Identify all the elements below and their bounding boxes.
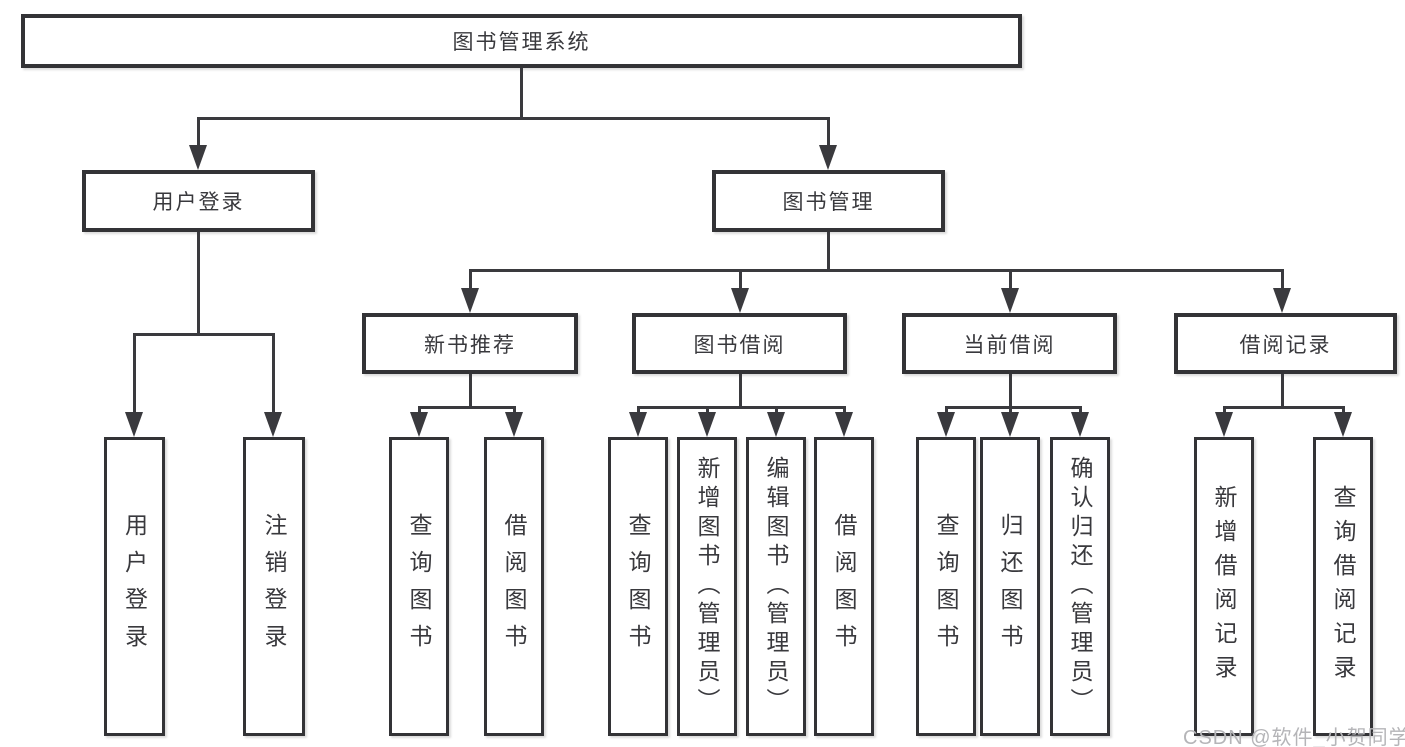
connector — [706, 406, 709, 413]
leaf-user-login: 用户登录 — [104, 437, 165, 736]
node-label: 用户登录 — [152, 191, 245, 214]
connector — [827, 232, 830, 272]
connector — [637, 406, 846, 409]
leaf-query-books-borrowing: 查询图书 — [608, 437, 668, 736]
arrowhead-icon — [125, 412, 143, 437]
node-book-borrowing: 图书借阅 — [632, 313, 847, 374]
connector — [418, 406, 516, 409]
connector — [133, 333, 274, 336]
leaf-label: 归还图书 — [997, 512, 1023, 661]
node-library-management-system: 图书管理系统 — [21, 14, 1022, 68]
arrowhead-icon — [731, 288, 749, 313]
node-new-book-recommendation: 新书推荐 — [362, 313, 578, 374]
node-label: 图书借阅 — [693, 333, 786, 357]
connector — [1342, 406, 1345, 413]
arrowhead-icon — [1334, 412, 1352, 437]
connector — [1009, 406, 1012, 413]
node-label: 图书管理 — [782, 191, 875, 214]
connector — [1281, 374, 1284, 408]
connector — [637, 406, 640, 413]
connector — [843, 406, 846, 413]
leaf-label: 借阅图书 — [501, 512, 527, 661]
arrowhead-icon — [1215, 412, 1233, 437]
arrowhead-icon — [189, 145, 207, 170]
connector — [133, 333, 136, 412]
connector — [197, 117, 200, 146]
connector — [520, 68, 523, 118]
node-label: 当前借阅 — [963, 333, 1056, 357]
arrowhead-icon — [1001, 412, 1019, 437]
connector — [739, 374, 742, 408]
connector — [272, 333, 275, 412]
node-label: 图书管理系统 — [452, 31, 591, 54]
leaf-return-books: 归还图书 — [980, 437, 1040, 736]
leaf-confirm-return-admin: 确认归还（管理员） — [1050, 437, 1110, 736]
leaf-add-books-admin: 新增图书（管理员） — [677, 437, 737, 736]
node-label: 新书推荐 — [424, 333, 516, 357]
connector — [827, 117, 830, 146]
arrowhead-icon — [410, 412, 428, 437]
arrowhead-icon — [767, 412, 785, 437]
leaf-query-books-current: 查询图书 — [916, 437, 976, 736]
leaf-label: 新增借阅记录 — [1211, 484, 1237, 689]
leaf-label: 用户登录 — [121, 512, 148, 661]
connector — [945, 406, 1082, 409]
leaf-label: 查询图书 — [406, 512, 432, 661]
arrowhead-icon — [461, 288, 479, 313]
node-book-management: 图书管理 — [712, 170, 945, 232]
node-label: 借阅记录 — [1239, 333, 1332, 357]
leaf-label: 查询图书 — [933, 512, 959, 661]
arrowhead-icon — [937, 412, 955, 437]
leaf-label: 借阅图书 — [831, 512, 857, 661]
csdn-watermark: CSDN @软件_小贺同学 — [1183, 727, 1405, 747]
leaf-label: 确认归还（管理员） — [1067, 456, 1093, 717]
arrowhead-icon — [698, 412, 716, 437]
connector — [469, 374, 472, 408]
leaf-edit-books-admin: 编辑图书（管理员） — [746, 437, 806, 736]
connector — [1009, 269, 1012, 289]
connector — [418, 406, 421, 413]
arrowhead-icon — [505, 412, 523, 437]
leaf-label: 查询借阅记录 — [1330, 484, 1356, 689]
connector — [513, 406, 516, 413]
leaf-label: 注销登录 — [261, 512, 287, 661]
connector — [1223, 406, 1226, 413]
connector — [197, 117, 830, 120]
leaf-query-books-recommend: 查询图书 — [389, 437, 449, 736]
arrowhead-icon — [1001, 288, 1019, 313]
arrowhead-icon — [264, 412, 282, 437]
connector — [469, 269, 1284, 272]
connector — [775, 406, 778, 413]
node-borrowing-records: 借阅记录 — [1174, 313, 1397, 374]
connector — [1281, 269, 1284, 289]
leaf-query-borrowing-record: 查询借阅记录 — [1313, 437, 1373, 736]
connector — [739, 269, 742, 289]
connector — [1079, 406, 1082, 413]
leaf-label: 新增图书（管理员） — [694, 456, 720, 717]
arrowhead-icon — [1071, 412, 1089, 437]
connector — [945, 406, 948, 413]
arrowhead-icon — [835, 412, 853, 437]
leaf-borrow-books: 借阅图书 — [814, 437, 874, 736]
leaf-add-borrowing-record: 新增借阅记录 — [1194, 437, 1254, 736]
connector — [469, 269, 472, 289]
leaf-borrow-books-recommend: 借阅图书 — [484, 437, 544, 736]
leaf-label: 编辑图书（管理员） — [763, 456, 789, 717]
connector — [1009, 374, 1012, 408]
node-current-borrowing: 当前借阅 — [902, 313, 1117, 374]
node-user-login: 用户登录 — [82, 170, 315, 232]
leaf-logout: 注销登录 — [243, 437, 305, 736]
arrowhead-icon — [629, 412, 647, 437]
arrowhead-icon — [819, 145, 837, 170]
arrowhead-icon — [1273, 288, 1291, 313]
connector — [1223, 406, 1345, 409]
leaf-label: 查询图书 — [625, 512, 651, 661]
connector — [197, 232, 200, 336]
